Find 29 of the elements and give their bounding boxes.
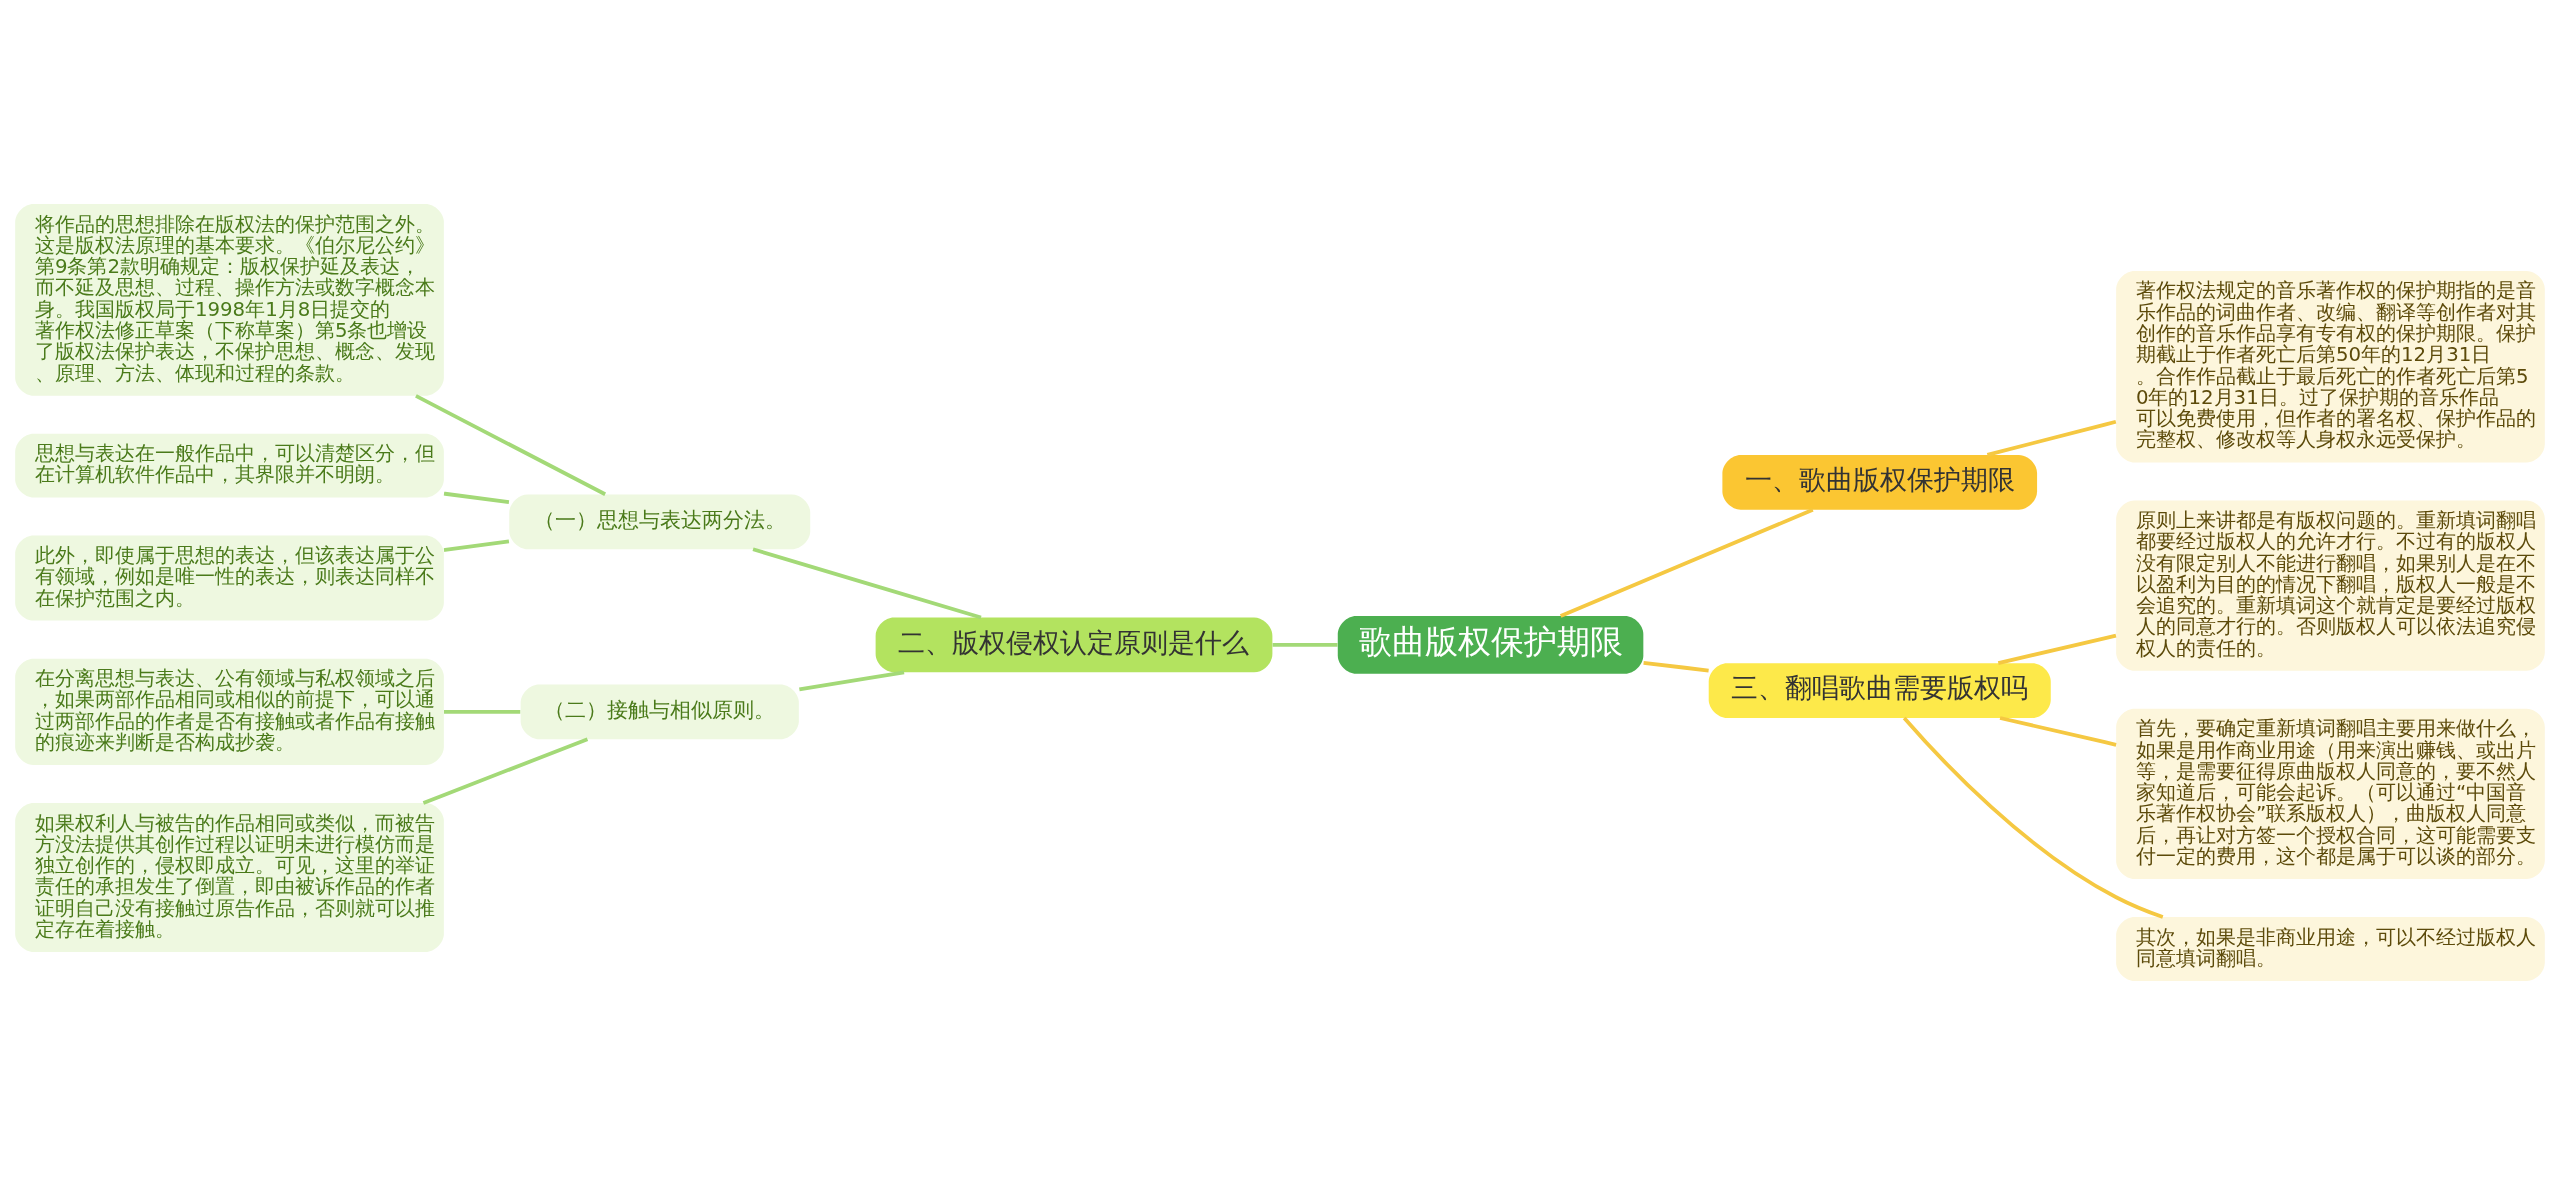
node-box: 一、歌曲版权保护期限 [1722,454,2038,510]
node-box: （二）接触与相似原则。 [520,684,799,740]
node-box: 首先，要确定重新填词翻唱主要用来做什么，如果是用作商业用途（用来演出赚钱、或出片等，是需要征得原曲版权人同意的，要不然人家知道后，可能会起诉。（可以通过“中国音乐著作权协会”联系版权人），曲版权人同意后，再让对方签一个授权合同，这可能需要支付一定的费用，这个都是属于可以谈的部分。 [2116,708,2545,880]
node-box: 歌曲版权保护期限 [1337,616,1644,674]
node-box: 此外，即使属于思想的表达，但该表达属于公有领域，例如是唯一性的表达，则表达同样不在保护范围之内。 [15,535,444,621]
node-box: 著作权法规定的音乐著作权的保护期指的是音乐作品的词曲作者、改编、翻译等创作者对其创作的音乐作品享有专有权的保护期限。保护期截止于作者死亡后第50年的12月31日。合作作品截止于最后死亡的作者死亡后第50年的12月31日。过了保护期的音乐作品可以免费使用，但作者的署名权、保护作品的完整权、修改权等人身权永远受保护。 [2116,270,2545,463]
connector [1559,508,1814,618]
connector [444,709,521,714]
node-box: 原则上来讲都是有版权问题的。重新填词翻唱都要经过版权人的允许才行。不过有的版权人没有限定别人不能进行翻唱，如果别人是在不以盈利为目的的情况下翻唱，版权人一般是不会追究的。重新填词这个就肯定是要经过版权人的同意才行的。否则版权人可以依法追究侵权人的责任的。 [2116,500,2545,671]
node-box: （一）思想与表达两分法。 [509,494,811,550]
connector [422,737,589,805]
connector [415,394,607,496]
node-box: 将作品的思想排除在版权法的保护范围之外。这是版权法原理的基本要求。《伯尔尼公约》第9条第2款明确规定：版权保护延及表达，而不延及思想、过程、操作方法或数字概念本身。我国版权局于1998年1月8日提交的著作权法修正草案（下称草案）第5条也增设了版权法保护表达，不保护思想、概念、发现、原理、方法、体现和过程的条款。 [15,204,444,396]
node-box: 三、翻唱歌曲需要版权吗 [1708,663,2051,718]
connector [1272,643,1338,647]
node-box: 二、版权侵权认定原则是什么 [875,617,1273,673]
connector [1986,419,2117,457]
connector [1999,716,2117,747]
connector [443,491,510,505]
connector [799,670,905,692]
connector [752,547,982,620]
node-box: 思想与表达在一般作品中，可以清楚区分，但在计算机软件作品中，其界限并不明朗。 [15,433,444,498]
node-box: 其次，如果是非商业用途，可以不经过版权人同意填词翻唱。 [2116,917,2545,981]
node-box: 如果权利人与被告的作品相同或类似，而被告方没法提供其创作过程以证明未进行模仿而是独立创作的，侵权即成立。可见，这里的举证责任的承担发生了倒置，即由被诉作品的作者证明自己没有接触过原告作品，否则就可以推定存在着接触。 [15,803,444,953]
connector [1643,660,1709,673]
node-box: 在分离思想与表达、公有领域与私权领域之后，如果两部作品相同或相似的前提下，可以通过两部作品的作者是否有接触或者作品有接触的痕迹来判断是否构成抄袭。 [15,658,444,766]
connector [1997,633,2117,665]
connector [1902,716,2164,919]
connector [443,539,510,552]
